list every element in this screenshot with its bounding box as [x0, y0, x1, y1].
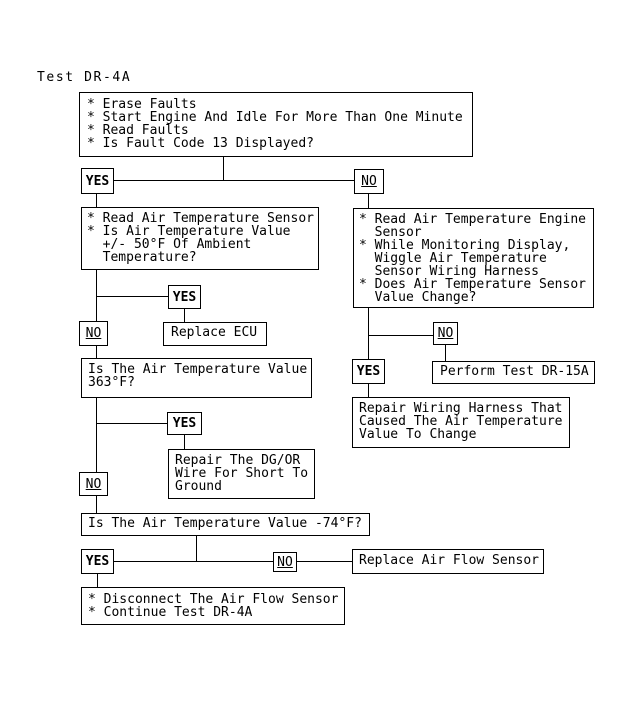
branch-no-label: NO: [437, 326, 454, 341]
branch-no-label: NO: [85, 326, 102, 341]
connector-no3-down: [96, 496, 97, 513]
action-replace-ecu: Replace ECU: [163, 322, 267, 346]
connector-yes2-down: [184, 309, 185, 322]
branch-no-label: NO: [85, 476, 102, 492]
branch-no-label: NO: [277, 554, 293, 570]
branch-yes-value-change: YES: [352, 359, 385, 384]
branch-yes-363f: YES: [167, 412, 202, 435]
connector-yes1-down: [96, 194, 97, 207]
connector-branch-no4: [368, 335, 433, 336]
action-perform-test-dr-15a: Perform Test DR-15A: [432, 361, 595, 384]
connector-no1-down: [368, 194, 369, 208]
branch-no-363f: NO: [79, 472, 108, 496]
branch-no-label: NO: [361, 174, 377, 189]
connector-yes5-down: [97, 574, 98, 587]
branch-yes-neg-74f: YES: [81, 549, 114, 574]
question-value-neg-74f: Is The Air Temperature Value -74°F?: [81, 513, 370, 536]
branch-yes-label: YES: [85, 554, 110, 569]
connector-q74-down: [196, 536, 197, 561]
connector-ambient-down: [96, 270, 97, 321]
connector-branch-yes3: [96, 423, 167, 424]
connector-no2-down: [96, 346, 97, 358]
connector-yes4-down: [368, 384, 369, 397]
step-read-air-temp-sensor: * Read Air Temperature Sensor * Is Air T…: [81, 207, 319, 270]
action-repair-wiring-harness: Repair Wiring Harness That Caused The Ai…: [352, 397, 570, 448]
step-disconnect-air-flow-sensor: * Disconnect The Air Flow Sensor * Conti…: [81, 587, 345, 625]
connector-yes-no-split-2: [114, 561, 273, 562]
connector-q363-down: [96, 398, 97, 472]
connector-no4-down: [445, 345, 446, 361]
action-repair-dg-or-wire: Repair The DG/OR Wire For Short To Groun…: [168, 449, 315, 499]
branch-no-value-change: NO: [433, 322, 458, 345]
branch-no-neg-74f: NO: [273, 552, 297, 572]
branch-yes-fault-code: YES: [81, 168, 114, 194]
connector-no5-to-airflow: [297, 561, 352, 562]
branch-yes-label: YES: [356, 364, 381, 379]
step-wiggle-wiring-harness: * Read Air Temperature Engine Sensor * W…: [353, 208, 594, 308]
page-title: Test DR-4A: [37, 70, 132, 85]
connector-branch-yes2: [96, 296, 168, 297]
connector-yes-no-split-1: [114, 180, 354, 181]
branch-no-fault-code: NO: [354, 169, 384, 194]
step-erase-faults: * Erase Faults * Start Engine And Idle F…: [79, 92, 473, 157]
connector-start-down: [223, 157, 224, 180]
branch-no-ambient: NO: [79, 321, 108, 346]
branch-yes-label: YES: [172, 289, 197, 305]
action-replace-air-flow-sensor: Replace Air Flow Sensor: [352, 549, 544, 574]
branch-yes-label: YES: [172, 416, 197, 431]
branch-yes-label: YES: [85, 173, 110, 189]
connector-yes3-down: [184, 435, 185, 449]
branch-yes-ambient: YES: [168, 285, 201, 309]
connector-wiggle-down: [368, 308, 369, 359]
question-value-363f: Is The Air Temperature Value 363°F?: [81, 358, 312, 398]
